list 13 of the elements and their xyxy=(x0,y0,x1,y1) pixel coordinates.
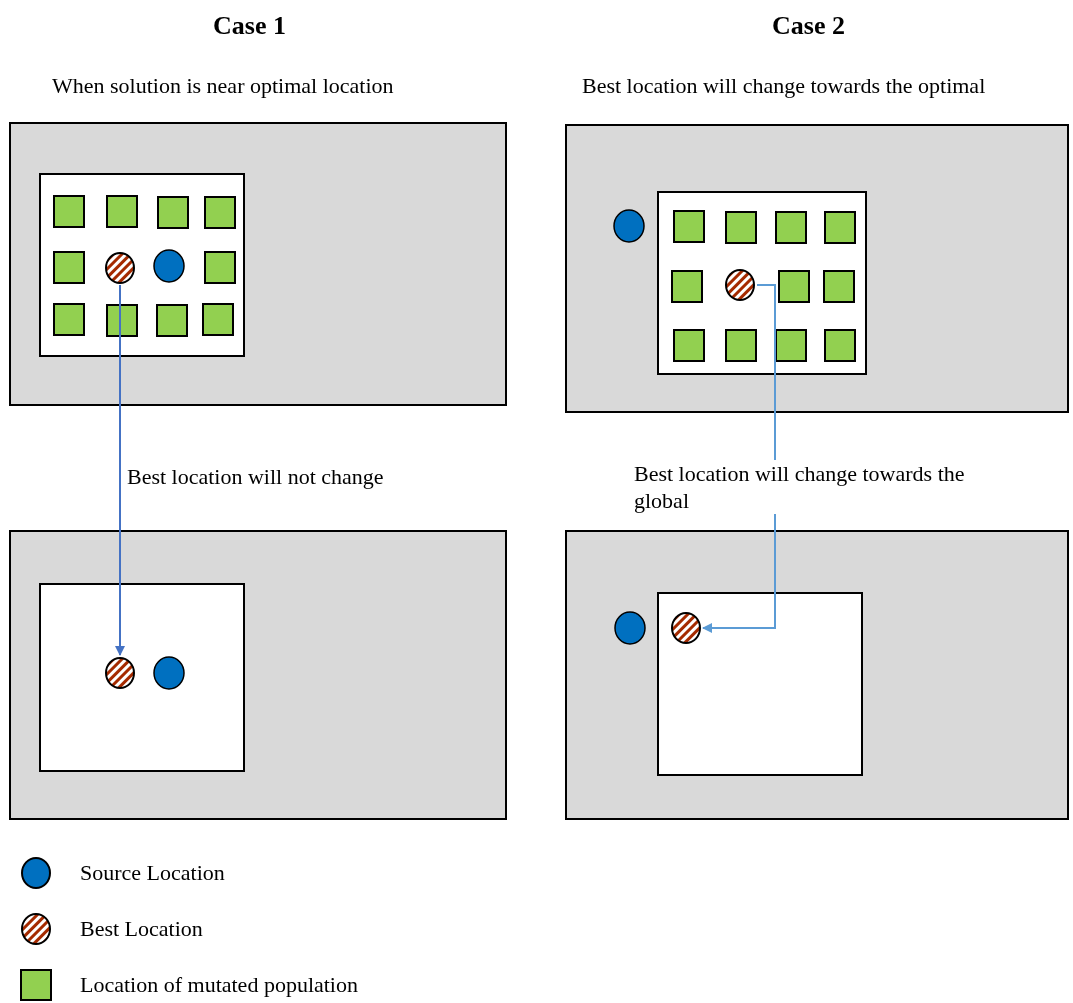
best-location-circle xyxy=(105,657,135,689)
legend-label: Best Location xyxy=(80,915,203,942)
arrow xyxy=(115,284,125,656)
arrow xyxy=(702,284,776,633)
legend-label: Location of mutated population xyxy=(80,971,358,998)
best-location-circle xyxy=(725,269,755,301)
legend-label: Source Location xyxy=(80,859,225,886)
subtitle: When solution is near optimal location xyxy=(52,72,394,99)
subtitle: Best location will change towards the optimal xyxy=(582,72,986,99)
case-heading: Case 2 xyxy=(772,12,845,39)
best-location-circle xyxy=(105,252,135,284)
best-location-circle xyxy=(671,612,701,644)
case-heading: Case 1 xyxy=(213,12,286,39)
